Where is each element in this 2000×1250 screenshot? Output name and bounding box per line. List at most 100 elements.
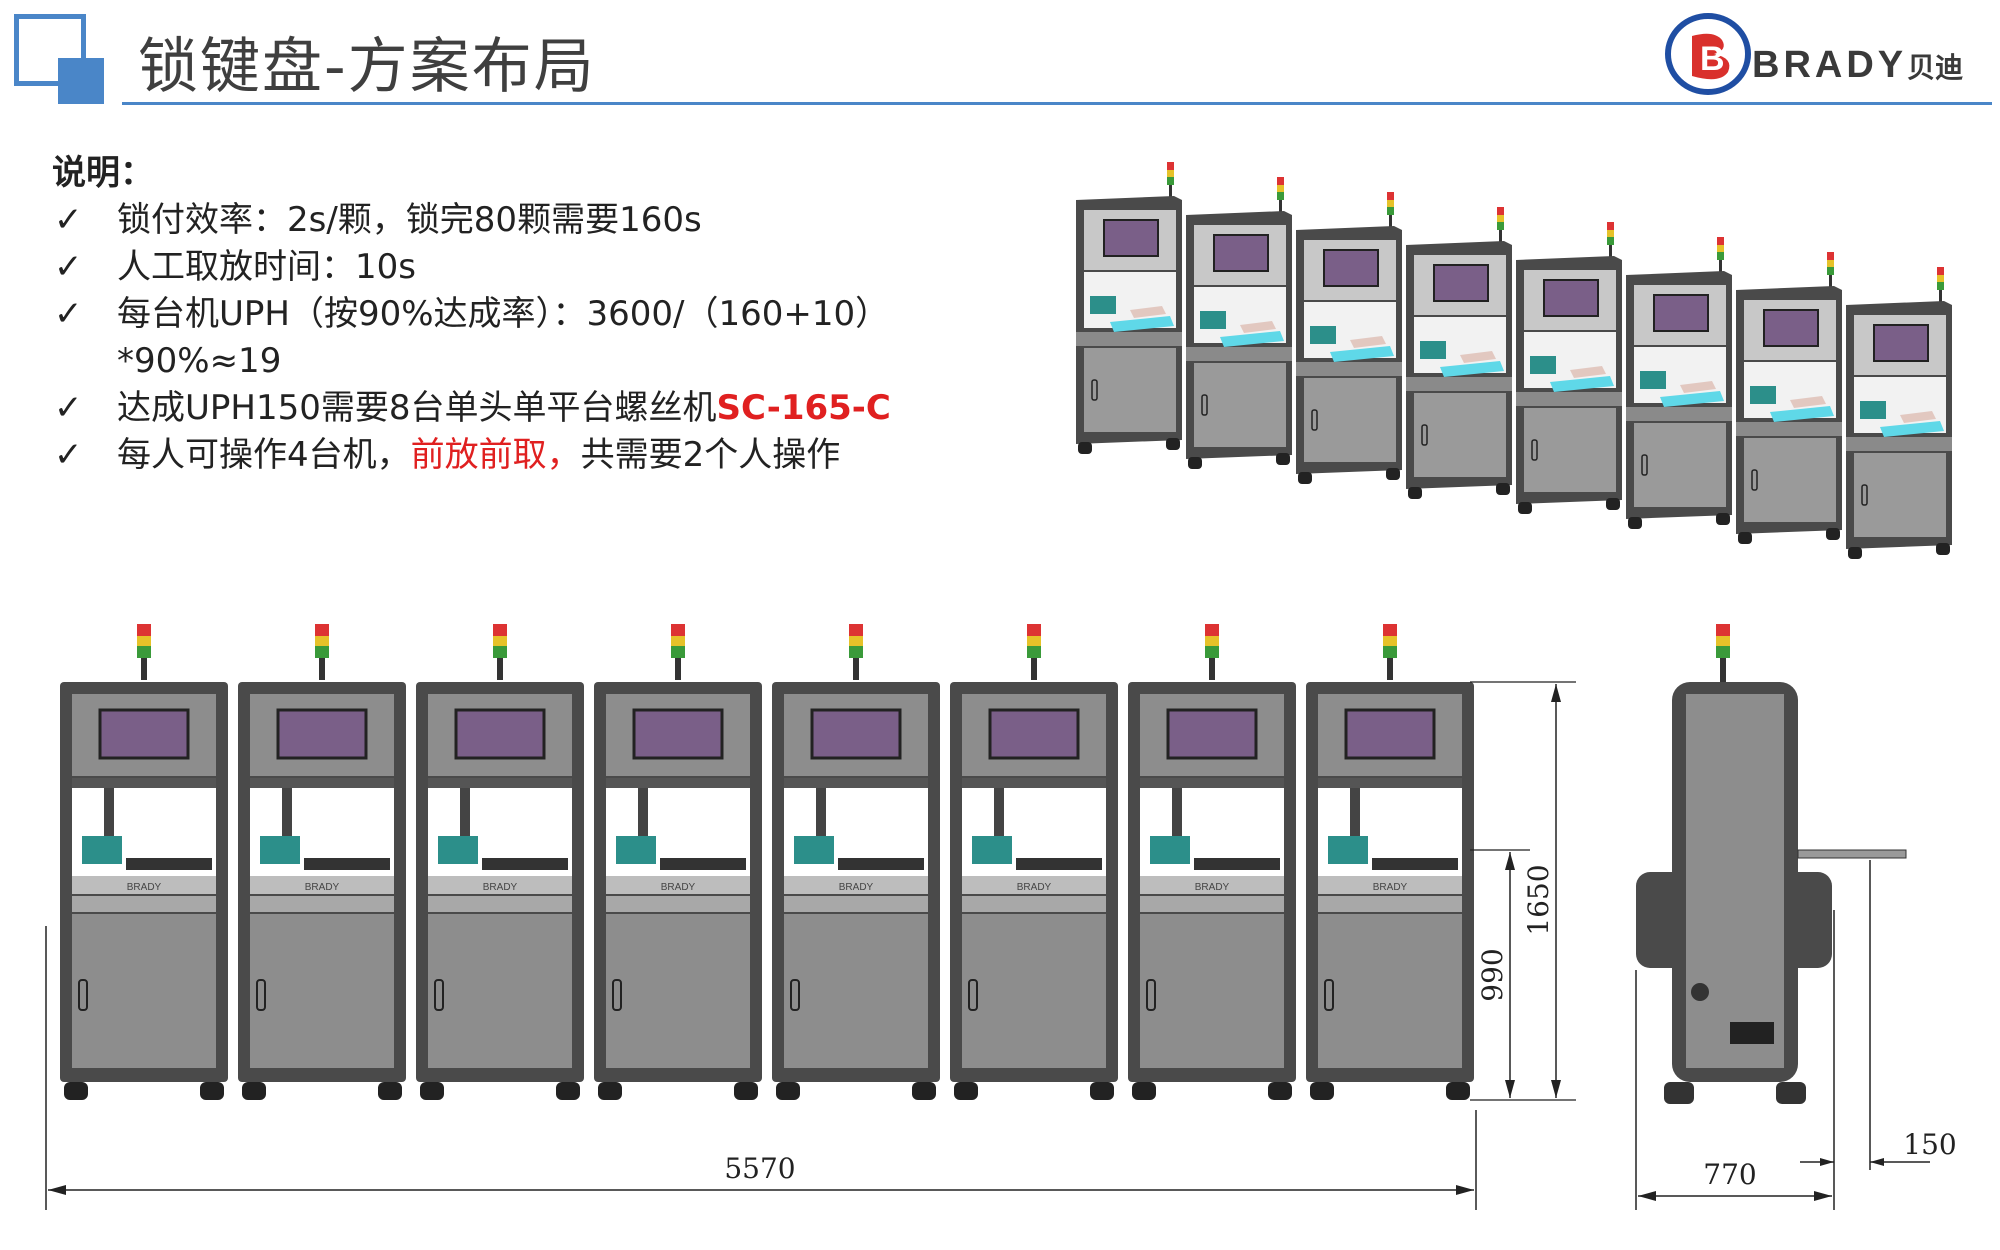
machine-isometric xyxy=(1296,192,1402,484)
display-screen xyxy=(1166,708,1258,760)
note-item-efficiency: ✓ 锁付效率：2s/颗，锁完80颗需要160s xyxy=(52,197,1052,244)
gantry-beam xyxy=(72,778,216,788)
signal-light-yellow xyxy=(315,636,329,646)
caster-left xyxy=(420,1082,444,1100)
door-handle xyxy=(968,979,978,1011)
signal-pole xyxy=(853,658,859,680)
notes-block: 说明： ✓锁付效率：2s/颗，锁完80颗需要160s ✓人工取放时间：10s ✓… xyxy=(52,150,1052,479)
door-handle xyxy=(1324,979,1334,1011)
iso-door-handle xyxy=(1531,439,1538,461)
caster-left xyxy=(1310,1082,1334,1100)
dim-label-table-height: 990 xyxy=(1476,948,1509,1001)
iso-caster-right xyxy=(1826,528,1840,540)
signal-light-yellow xyxy=(849,636,863,646)
iso-feeder xyxy=(1530,356,1556,374)
screw-feeder xyxy=(438,836,478,864)
brand-plate-text: BRADY xyxy=(1195,882,1230,893)
signal-light-yellow xyxy=(1717,245,1724,252)
iso-display xyxy=(1653,294,1709,332)
signal-light-red xyxy=(671,624,685,636)
brand-rail xyxy=(962,876,1106,894)
door-handle xyxy=(1146,979,1156,1011)
iso-fixture xyxy=(1880,421,1944,437)
cabinet-door xyxy=(606,914,750,1068)
operation-highlight: 前放前取， xyxy=(410,435,581,475)
iso-feeder xyxy=(1750,386,1776,404)
screw-feeder xyxy=(1150,836,1190,864)
fixture-plate xyxy=(660,858,746,870)
gantry-beam xyxy=(1318,778,1462,788)
screw-head-arm xyxy=(1350,788,1360,858)
control-strip xyxy=(428,896,572,912)
iso-door-handle xyxy=(1311,409,1318,431)
screw-head-arm xyxy=(1172,788,1182,858)
signal-light-yellow xyxy=(493,636,507,646)
machine-isometric xyxy=(1516,222,1622,514)
iso-caster-left xyxy=(1188,457,1202,469)
caster-right xyxy=(1446,1082,1470,1100)
brand-plate-text: BRADY xyxy=(1017,882,1052,893)
signal-light-green xyxy=(1937,282,1944,290)
iso-feeder xyxy=(1310,326,1336,344)
display-screen xyxy=(276,708,368,760)
signal-light-green xyxy=(1607,237,1614,245)
control-strip xyxy=(784,896,928,912)
iso-cabinet xyxy=(1304,378,1396,462)
signal-light-red xyxy=(1937,267,1944,275)
gantry-beam xyxy=(784,778,928,788)
page-title: 锁键盘-方案布局 xyxy=(138,32,596,102)
screw-head-arm xyxy=(638,788,648,858)
signal-light-green xyxy=(671,646,685,658)
control-strip xyxy=(1318,896,1462,912)
iso-feeder xyxy=(1090,296,1116,314)
control-strip xyxy=(606,896,750,912)
brand-rail xyxy=(428,876,572,894)
signal-light-yellow xyxy=(1167,170,1174,177)
note-text-before: 每人可操作4台机， xyxy=(117,435,411,475)
title-square-fill xyxy=(58,58,104,104)
title-underline xyxy=(122,102,1992,105)
signal-light-green xyxy=(315,646,329,658)
signal-light-green xyxy=(1027,646,1041,658)
screw-feeder xyxy=(616,836,656,864)
machine-front: BRADY xyxy=(238,624,406,1100)
model-highlight: SC-165-C xyxy=(716,388,891,428)
iso-table-edge xyxy=(1736,422,1842,436)
iso-fixture xyxy=(1660,391,1724,407)
iso-feeder xyxy=(1200,311,1226,329)
machine-isometric xyxy=(1406,207,1512,499)
iso-fixture xyxy=(1220,331,1284,347)
note-item-operators: ✓每人可操作4台机，前放前取，共需要2个人操作 xyxy=(52,432,1052,479)
fixture-plate xyxy=(126,858,212,870)
display-screen xyxy=(98,708,190,760)
iso-fixture xyxy=(1440,361,1504,377)
note-item-machine-count: ✓达成UPH150需要8台单头单平台螺丝机SC-165-C xyxy=(52,385,1052,432)
signal-pole xyxy=(497,658,503,680)
signal-light-yellow xyxy=(1205,636,1219,646)
signal-pole xyxy=(1829,275,1832,287)
signal-pole xyxy=(141,658,147,680)
iso-table-edge xyxy=(1076,332,1182,346)
iso-caster-right xyxy=(1606,498,1620,510)
iso-part xyxy=(1240,321,1276,333)
brand-rail xyxy=(1140,876,1284,894)
isometric-machine-line xyxy=(1076,162,1952,559)
signal-light-red xyxy=(1827,252,1834,260)
screw-feeder xyxy=(794,836,834,864)
iso-table-edge xyxy=(1406,377,1512,391)
caster-right xyxy=(734,1082,758,1100)
signal-pole xyxy=(1279,200,1282,212)
iso-caster-right xyxy=(1166,438,1180,450)
signal-light-green xyxy=(1383,646,1397,658)
check-icon: ✓ xyxy=(54,200,83,240)
note-text: 锁付效率：2s/颗，锁完80颗需要160s xyxy=(117,200,702,240)
caster-left xyxy=(1132,1082,1156,1100)
iso-door-handle xyxy=(1861,484,1868,506)
signal-light-red xyxy=(1717,237,1724,245)
iso-caster-right xyxy=(1936,543,1950,555)
iso-caster-left xyxy=(1078,442,1092,454)
iso-caster-left xyxy=(1298,472,1312,484)
fixture-plate xyxy=(1016,858,1102,870)
door-handle xyxy=(78,979,88,1011)
signal-light-yellow xyxy=(1027,636,1041,646)
